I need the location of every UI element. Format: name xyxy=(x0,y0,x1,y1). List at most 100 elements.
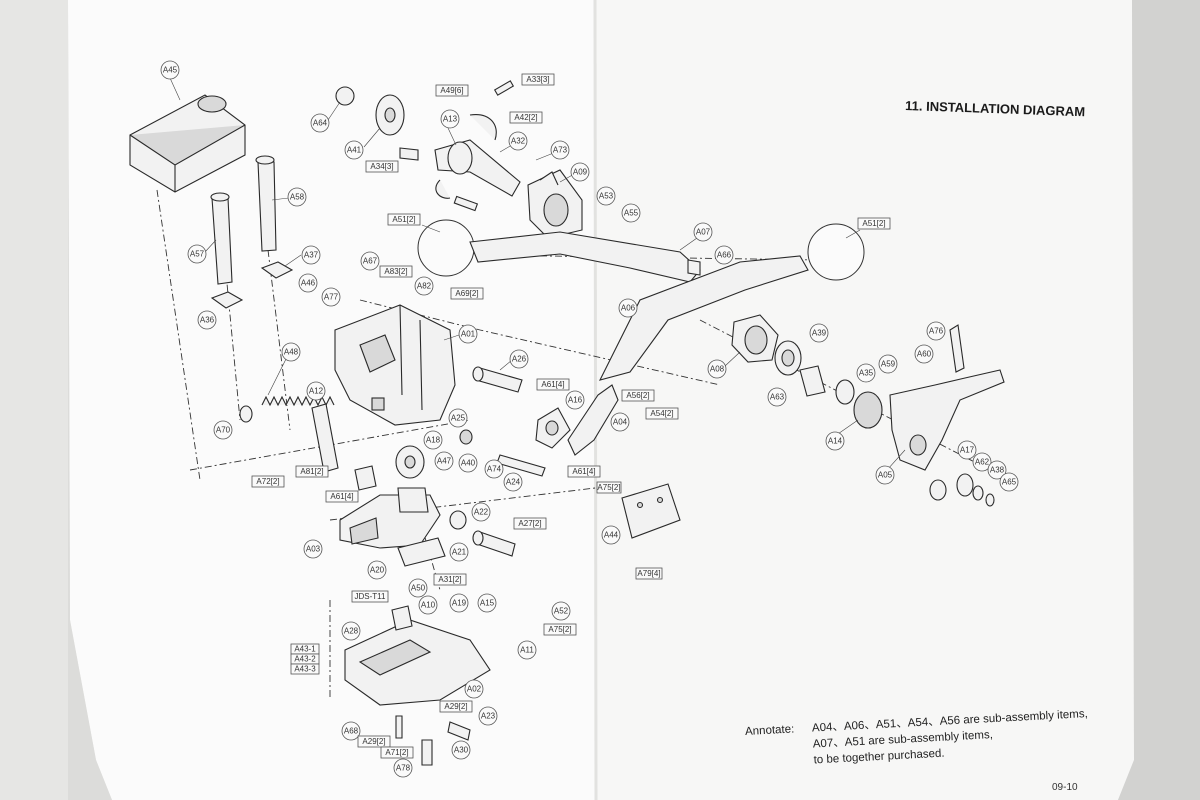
callout-A48: A48 xyxy=(281,342,301,362)
svg-text:A22: A22 xyxy=(474,508,489,517)
callout-A37: A37 xyxy=(301,245,321,265)
svg-text:A36: A36 xyxy=(200,316,215,325)
svg-text:A78: A78 xyxy=(396,764,411,773)
svg-text:A39: A39 xyxy=(812,329,827,338)
callout-A53: A53 xyxy=(596,186,616,206)
callout-A16: A16 xyxy=(565,390,585,410)
svg-text:A73: A73 xyxy=(553,146,568,155)
svg-text:A21: A21 xyxy=(452,548,467,557)
svg-text:A45: A45 xyxy=(163,66,178,75)
svg-text:A62: A62 xyxy=(975,458,990,467)
svg-text:A31[2]: A31[2] xyxy=(438,575,461,584)
callout-A31: A31[2] xyxy=(433,573,467,586)
callout-A77: A77 xyxy=(321,287,341,307)
svg-text:A12: A12 xyxy=(309,387,324,396)
callout-A78: A78 xyxy=(393,758,413,778)
callout-A61-a: A61[4] xyxy=(536,378,570,391)
svg-text:A32: A32 xyxy=(511,137,526,146)
svg-text:A69[2]: A69[2] xyxy=(455,289,478,298)
svg-text:A09: A09 xyxy=(573,168,588,177)
svg-text:A27[2]: A27[2] xyxy=(518,519,541,528)
svg-text:A14: A14 xyxy=(828,437,843,446)
callout-A81: A81[2] xyxy=(295,465,329,478)
callout-A38: A38 xyxy=(987,460,1007,480)
callout-A29-b: A29[2] xyxy=(357,735,391,748)
callout-A79: A79[4] xyxy=(635,567,663,580)
svg-text:A41: A41 xyxy=(347,146,362,155)
svg-text:A70: A70 xyxy=(216,426,231,435)
svg-text:A61[4]: A61[4] xyxy=(330,492,353,501)
callout-A24: A24 xyxy=(503,472,523,492)
callout-A54: A54[2] xyxy=(645,407,679,420)
callout-A34: A34[3] xyxy=(365,160,399,173)
callout-A03: A03 xyxy=(303,539,323,559)
callout-A62: A62 xyxy=(972,452,992,472)
svg-text:A16: A16 xyxy=(568,396,583,405)
svg-text:A58: A58 xyxy=(290,193,305,202)
callout-A28: A28 xyxy=(341,621,361,641)
svg-text:A29[2]: A29[2] xyxy=(444,702,467,711)
svg-text:A76: A76 xyxy=(929,327,944,336)
callout-A82: A82 xyxy=(414,276,434,296)
svg-text:A61[4]: A61[4] xyxy=(572,467,595,476)
callout-A69: A69[2] xyxy=(450,287,484,300)
callout-A52: A52 xyxy=(551,601,571,621)
svg-text:A15: A15 xyxy=(480,599,495,608)
svg-text:A34[3]: A34[3] xyxy=(370,162,393,171)
callout-A76: A76 xyxy=(926,321,946,341)
svg-text:A44: A44 xyxy=(604,531,619,540)
svg-text:A83[2]: A83[2] xyxy=(384,267,407,276)
svg-text:A24: A24 xyxy=(506,478,521,487)
callout-A51-right: A51[2] xyxy=(857,217,891,230)
svg-text:A13: A13 xyxy=(443,115,458,124)
callout-A83: A83[2] xyxy=(379,265,413,278)
svg-text:A54[2]: A54[2] xyxy=(650,409,673,418)
callout-A26: A26 xyxy=(509,349,529,369)
callout-A10: A10 xyxy=(418,595,438,615)
callout-A43-1: A43-1 xyxy=(290,643,320,655)
svg-text:A01: A01 xyxy=(461,330,476,339)
svg-text:A51[2]: A51[2] xyxy=(392,215,415,224)
svg-text:A55: A55 xyxy=(624,209,639,218)
callout-A06: A06 xyxy=(618,298,638,318)
svg-text:A20: A20 xyxy=(370,566,385,575)
callout-A15: A15 xyxy=(477,593,497,613)
svg-text:A50: A50 xyxy=(411,584,426,593)
callout-A17: A17 xyxy=(957,440,977,460)
callout-A22: A22 xyxy=(471,502,491,522)
callout-A44: A44 xyxy=(601,525,621,545)
svg-text:A61[4]: A61[4] xyxy=(541,380,564,389)
callout-A20: A20 xyxy=(367,560,387,580)
callout-A61-c: A61[4] xyxy=(567,465,601,478)
svg-text:A82: A82 xyxy=(417,282,432,291)
callout-A65: A65 xyxy=(999,472,1019,492)
callout-A35: A35 xyxy=(856,363,876,383)
svg-text:A71[2]: A71[2] xyxy=(385,748,408,757)
callout-A08: A08 xyxy=(707,359,727,379)
callout-A21: A21 xyxy=(449,542,469,562)
svg-text:A75[2]: A75[2] xyxy=(548,625,571,634)
callout-A39: A39 xyxy=(809,323,829,343)
svg-text:A30: A30 xyxy=(454,746,469,755)
svg-text:A06: A06 xyxy=(621,304,636,313)
callout-A45: A45 xyxy=(160,60,180,80)
svg-text:A19: A19 xyxy=(452,599,467,608)
svg-text:A68: A68 xyxy=(344,727,359,736)
callout-A70: A70 xyxy=(213,420,233,440)
svg-text:A64: A64 xyxy=(313,119,328,128)
callout-A30: A30 xyxy=(451,740,471,760)
svg-text:A03: A03 xyxy=(306,545,321,554)
callout-A05: A05 xyxy=(875,465,895,485)
svg-text:A72[2]: A72[2] xyxy=(256,477,279,486)
svg-text:A79[4]: A79[4] xyxy=(637,569,660,578)
callout-JDS-T11: JDS-T11 xyxy=(351,590,389,603)
svg-text:A23: A23 xyxy=(481,712,496,721)
annotation-label: Annotate: xyxy=(745,723,795,738)
svg-text:A08: A08 xyxy=(710,365,725,374)
callout-A41: A41 xyxy=(344,140,364,160)
callout-A72: A72[2] xyxy=(251,475,285,488)
callout-A40: A40 xyxy=(458,453,478,473)
svg-text:A37: A37 xyxy=(304,251,319,260)
callout-A46: A46 xyxy=(298,273,318,293)
svg-text:JDS-T11: JDS-T11 xyxy=(355,592,387,601)
